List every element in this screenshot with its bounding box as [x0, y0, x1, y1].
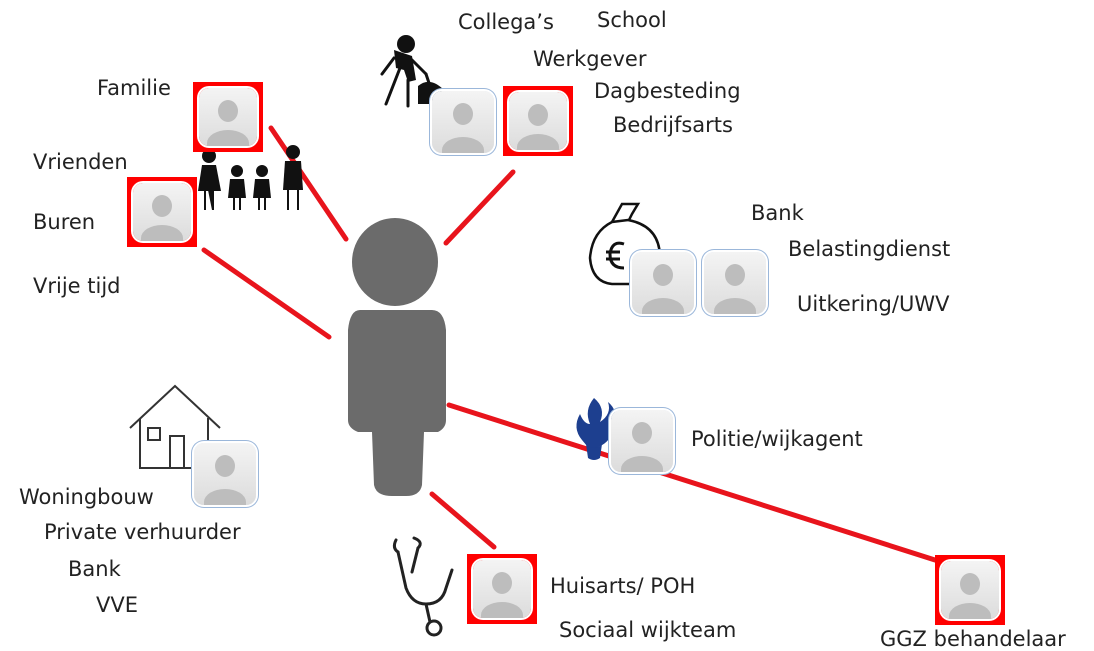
label-collegas: Collega’s: [458, 10, 554, 34]
label-werkgever: Werkgever: [533, 47, 647, 71]
label-buren: Buren: [33, 210, 96, 234]
label-huisarts: Huisarts/ POH: [550, 574, 696, 598]
label-private-verhuurder: Private verhuurder: [44, 520, 241, 544]
central-person-icon: [348, 218, 446, 496]
label-bedrijfsarts: Bedrijfsarts: [613, 113, 733, 137]
connector-familie: [268, 125, 349, 242]
label-vve: VVE: [96, 593, 138, 617]
avatar-icon: [611, 410, 673, 472]
label-dagbesteding: Dagbesteding: [594, 79, 741, 103]
connector-werk: [443, 169, 516, 246]
avatar-icon: [193, 82, 263, 152]
stethoscope-icon: [392, 536, 454, 637]
avatar-icon: [127, 177, 197, 247]
avatar-icon: [467, 554, 537, 624]
family-icon: [198, 145, 303, 210]
label-politie: Politie/wijkagent: [691, 427, 863, 451]
label-vrienden: Vrienden: [33, 150, 128, 174]
label-uitkering: Uitkering/UWV: [797, 292, 950, 316]
connector-vrienden: [201, 247, 332, 340]
avatar-icon: [704, 252, 766, 314]
connector-lines: [201, 125, 938, 563]
label-vrije-tijd: Vrije tijd: [33, 274, 121, 298]
label-sociaal-wijkteam: Sociaal wijkteam: [559, 618, 737, 642]
connector-ggz: [446, 402, 938, 563]
police-logo-icon: [576, 398, 617, 460]
label-bank-finance: Bank: [751, 201, 804, 225]
avatar-icon: [432, 91, 494, 153]
label-woningbouw: Woningbouw: [19, 485, 154, 509]
label-familie: Familie: [97, 76, 171, 100]
label-belastingdienst: Belastingdienst: [788, 237, 951, 261]
label-ggz: GGZ behandelaar: [880, 627, 1066, 651]
avatar-icon: [503, 86, 573, 156]
connector-huisarts: [429, 491, 497, 550]
label-bank-housing: Bank: [68, 557, 121, 581]
label-school: School: [597, 8, 667, 32]
avatar-icon: [632, 252, 694, 314]
avatar-icon: [194, 443, 256, 505]
avatar-icon: [935, 555, 1005, 625]
